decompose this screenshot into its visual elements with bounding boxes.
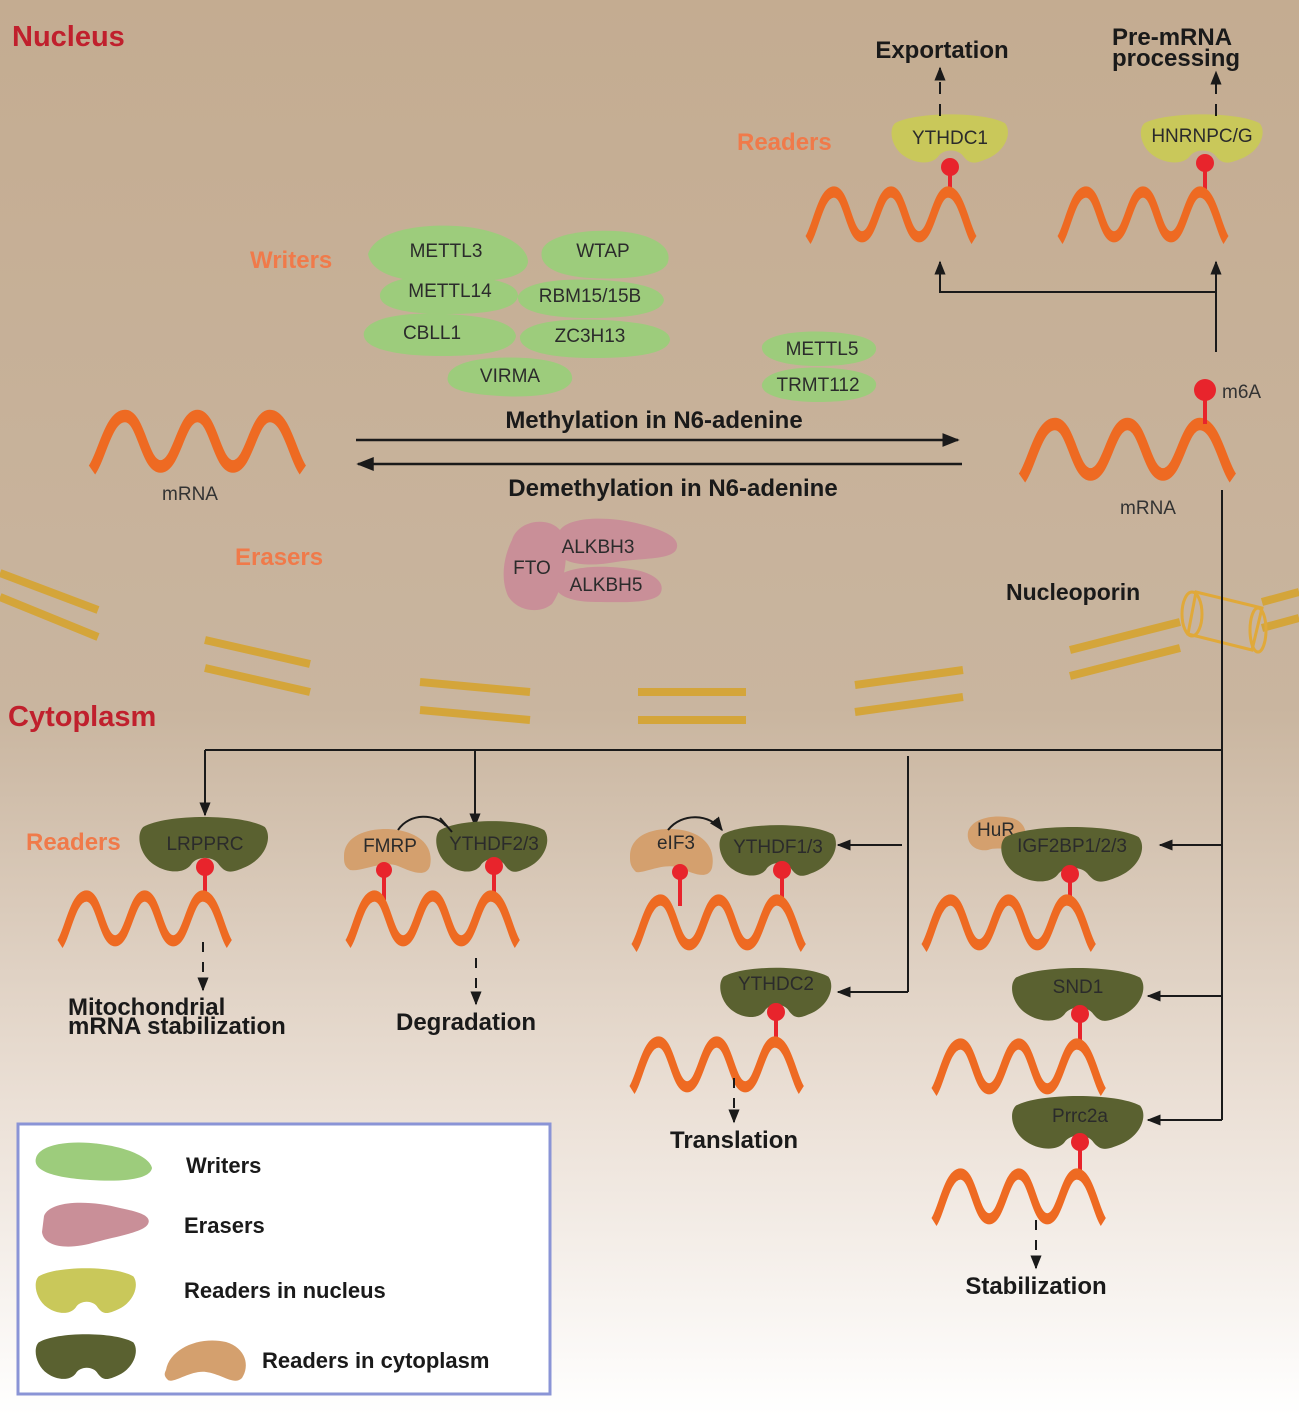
legend-readers-cytoplasm: Readers in cytoplasm bbox=[262, 1348, 489, 1373]
outcome-stabilization: Stabilization bbox=[965, 1273, 1106, 1300]
writer-shape-mettl14 bbox=[379, 275, 518, 314]
writer-mettl5: METTL5 bbox=[786, 339, 859, 360]
reader-snd1: SND1 bbox=[1053, 977, 1104, 998]
m6a-mark bbox=[767, 1003, 785, 1021]
m6a-mark bbox=[1071, 1005, 1089, 1023]
reader-ythdc1: YTHDC1 bbox=[912, 128, 988, 149]
writer-zc3h13: ZC3H13 bbox=[555, 326, 626, 347]
legend-erasers: Erasers bbox=[184, 1213, 265, 1238]
outcome-premrna-2: processing bbox=[1112, 45, 1240, 72]
activation-arrow bbox=[667, 816, 723, 832]
legend-readers-nucleus: Readers in nucleus bbox=[184, 1278, 386, 1303]
eraser-complex bbox=[503, 518, 678, 611]
erasers-category-label: Erasers bbox=[235, 544, 323, 571]
m6a-mark bbox=[485, 857, 503, 875]
reader-fmrp: FMRP bbox=[363, 836, 417, 857]
reader-eif3: eIF3 bbox=[657, 833, 695, 854]
nuclear-membrane bbox=[0, 569, 1299, 724]
nucleoporin-pore bbox=[1180, 590, 1268, 654]
legend-writers: Writers bbox=[186, 1153, 261, 1178]
writer-shape-rbm15 bbox=[517, 279, 664, 318]
m6a-mark bbox=[941, 158, 959, 176]
legend: Writers Erasers Readers in nucleus Reade… bbox=[16, 1122, 552, 1396]
writer-shape-mettl5 bbox=[761, 331, 877, 366]
eraser-alkbh3: ALKBH3 bbox=[562, 537, 635, 558]
reader-ythdc2: YTHDC2 bbox=[738, 974, 814, 995]
eraser-shape-alkbh3 bbox=[560, 518, 678, 565]
outcome-degradation: Degradation bbox=[396, 1009, 536, 1036]
reader-shape-fmrp bbox=[344, 829, 431, 873]
outcome-translation: Translation bbox=[670, 1127, 798, 1154]
outcome-premrna-1: Pre-mRNA bbox=[1112, 24, 1232, 51]
writer-wtap: WTAP bbox=[576, 241, 629, 262]
outcome-mito-2: mRNA stabilization bbox=[68, 1013, 286, 1040]
reader-hur: HuR bbox=[977, 820, 1015, 841]
eraser-fto: FTO bbox=[513, 558, 551, 579]
writer-shape-wtap bbox=[541, 230, 669, 279]
writer-mettl3: METTL3 bbox=[410, 241, 483, 262]
m6a-label: m6A bbox=[1222, 382, 1261, 403]
reader-shape-eif3 bbox=[630, 829, 713, 875]
cytoplasm-routing-lines bbox=[199, 490, 1223, 1126]
writer-complex bbox=[363, 225, 877, 402]
mrna-label-left: mRNA bbox=[162, 484, 218, 505]
writer-shape-virma bbox=[447, 357, 573, 397]
m6a-mark bbox=[1194, 379, 1216, 401]
readers-cytoplasm-category-label: Readers bbox=[26, 829, 121, 856]
nuclear-routing-arrows bbox=[934, 260, 1222, 352]
writer-virma: VIRMA bbox=[480, 366, 541, 387]
eraser-shape-alkbh5 bbox=[555, 566, 662, 603]
cytoplasm-label: Cytoplasm bbox=[8, 701, 156, 733]
outcome-mito-1: Mitochondrial bbox=[68, 994, 225, 1021]
reader-prrc2a: Prrc2a bbox=[1052, 1106, 1108, 1127]
writer-shape-cbll1 bbox=[363, 313, 516, 356]
reader-lrpprc: LRPPRC bbox=[166, 834, 243, 855]
writer-shape-mettl3 bbox=[368, 225, 528, 283]
m6a-mark bbox=[1061, 865, 1079, 883]
eraser-shape-fto bbox=[503, 521, 566, 611]
reader-ythdf23: YTHDF2/3 bbox=[449, 834, 539, 855]
legend-eraser-shape bbox=[42, 1202, 149, 1247]
inhibition-bar bbox=[439, 817, 453, 833]
nucleus-label: Nucleus bbox=[12, 21, 125, 53]
writer-trmt112: TRMT112 bbox=[776, 375, 859, 396]
writers-category-label: Writers bbox=[250, 247, 332, 274]
m6a-mark bbox=[1071, 1133, 1089, 1151]
demethylation-label: Demethylation in N6-adenine bbox=[508, 475, 837, 502]
writer-rbm15: RBM15/15B bbox=[539, 286, 641, 307]
m6a-mark bbox=[196, 858, 214, 876]
mrna-label-right: mRNA bbox=[1120, 498, 1176, 519]
m6a-mark bbox=[376, 862, 392, 878]
reader-ythdf13: YTHDF1/3 bbox=[733, 837, 823, 858]
m6a-mark bbox=[1196, 154, 1214, 172]
readers-nucleus-category-label: Readers bbox=[737, 129, 832, 156]
eraser-alkbh5: ALKBH5 bbox=[570, 575, 643, 596]
nucleoporin-label: Nucleoporin bbox=[1006, 579, 1140, 605]
reader-hnrnpcg: HNRNPC/G bbox=[1151, 126, 1252, 147]
methylation-label: Methylation in N6-adenine bbox=[505, 407, 802, 434]
writer-mettl14: METTL14 bbox=[408, 281, 492, 302]
writer-cbll1: CBLL1 bbox=[403, 323, 461, 344]
writer-shape-zc3h13 bbox=[519, 319, 670, 358]
m6a-mark bbox=[773, 861, 791, 879]
legend-reader-cytoplasm-alt-shape bbox=[164, 1340, 246, 1381]
writer-shape-trmt112 bbox=[761, 367, 877, 402]
legend-writer-shape bbox=[35, 1142, 152, 1181]
outcome-exportation: Exportation bbox=[875, 37, 1008, 64]
m6a-mark bbox=[672, 864, 688, 880]
inhibition-arrow bbox=[397, 815, 447, 831]
reader-igf2bp: IGF2BP1/2/3 bbox=[1017, 836, 1127, 857]
